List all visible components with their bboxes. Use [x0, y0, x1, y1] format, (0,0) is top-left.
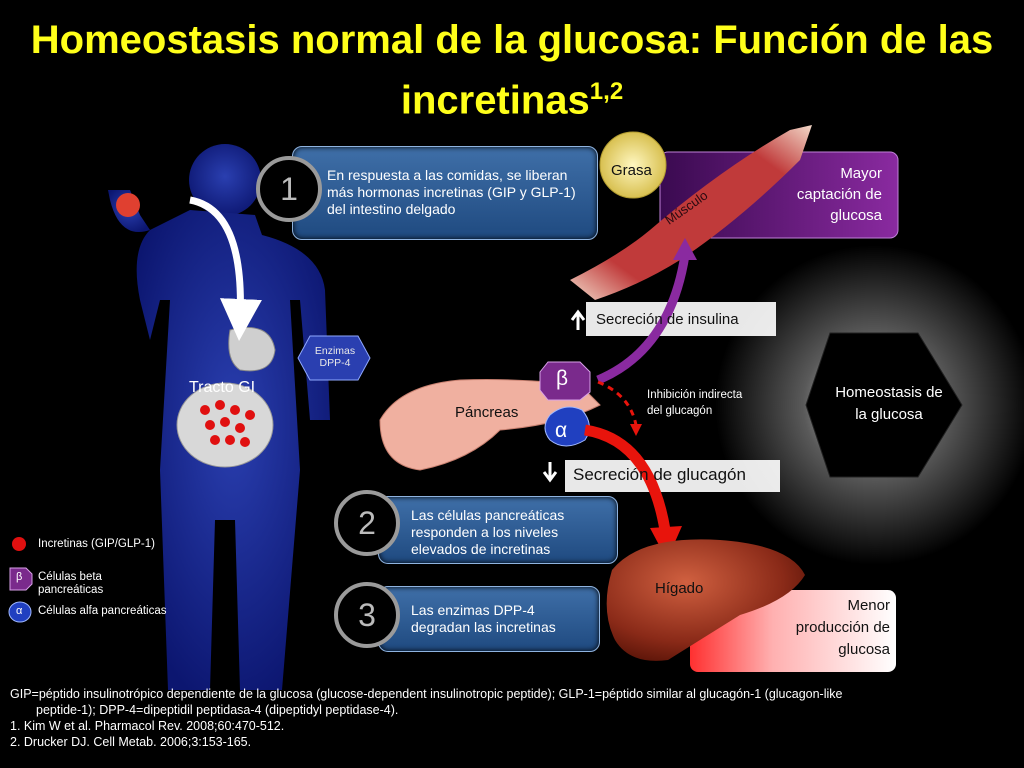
inhibition-arrow-head — [630, 424, 642, 436]
food-arrow — [189, 196, 262, 341]
homeostasis-label: Homeostasis de la glucosa — [835, 384, 943, 423]
reference-1: 1. Kim W et al. Pharmacol Rev. 2008;60:4… — [10, 719, 285, 733]
title-text: Homeostasis normal de la glucosa: Funció… — [30, 18, 994, 123]
gi-tract-label: Tracto GI — [189, 379, 256, 396]
step-1-number: 1 — [256, 156, 322, 222]
up-arrow-icon — [570, 309, 586, 330]
legend-beta-symbol: β — [16, 571, 23, 583]
fat-label: Grasa — [611, 162, 652, 179]
liver-icon — [606, 539, 805, 661]
legend-alpha-icon — [8, 601, 32, 623]
step-3-box: Las enzimas DPP-4 degradan las incretina… — [378, 586, 600, 652]
glucagon-arrow — [584, 424, 671, 531]
pancreas-label: Páncreas — [455, 404, 519, 421]
beta-cell-icon — [539, 361, 591, 401]
homeostasis-hexagon — [805, 332, 963, 478]
footnote: GIP=péptido insulinotrópico dependiente … — [10, 686, 1015, 750]
legend-alpha-text: Células alfa pancreáticas — [38, 605, 167, 617]
step-1-text: En respuesta a las comidas, se liberan m… — [327, 167, 576, 217]
legend-incretin-dot — [12, 537, 26, 551]
beta-label: β — [556, 367, 569, 390]
alpha-cell-icon — [544, 406, 590, 447]
production-label: Menor producción de glucosa — [795, 597, 890, 658]
reference-2: 2. Drucker DJ. Cell Metab. 2006;3:153-16… — [10, 735, 252, 749]
legend-alpha-symbol: α — [16, 605, 23, 617]
uptake-label: Mayor captación de glucosa — [796, 165, 882, 224]
apple-icon — [116, 193, 140, 217]
step-3-number: 3 — [334, 582, 400, 648]
step-1-box: En respuesta a las comidas, se liberan m… — [292, 146, 598, 240]
step-2-text: Las células pancreáticas responden a los… — [411, 507, 565, 557]
footnote-line-2: peptide-1); DPP-4=dipeptidil peptidasa-4… — [36, 703, 399, 717]
title-superscript: 1,2 — [589, 78, 624, 105]
insulin-label: Secreción de insulina — [596, 311, 739, 328]
liver-label: Hígado — [655, 580, 704, 597]
glucagon-label: Secreción de glucagón — [573, 465, 746, 484]
inhibition-label: Inhibición indirecta del glucagón — [647, 389, 743, 417]
alpha-label: α — [555, 419, 568, 442]
legend-beta-text: Células beta pancreáticas — [38, 571, 104, 596]
step-3-text: Las enzimas DPP-4 degradan las incretina… — [411, 602, 556, 635]
step-2-number: 2 — [334, 490, 400, 556]
dpp4-enzyme-shape — [297, 335, 371, 381]
inhibition-arrow — [597, 380, 638, 426]
enzymes-label: Enzimas DPP-4 — [314, 345, 356, 369]
footnote-line-1: GIP=péptido insulinotrópico dependiente … — [10, 687, 843, 701]
legend-incretin-text: Incretinas (GIP/GLP-1) — [38, 538, 155, 550]
step-2-box: Las células pancreáticas responden a los… — [378, 496, 618, 564]
page-title: Homeostasis normal de la glucosa: Funció… — [0, 14, 1024, 126]
fat-icon — [599, 131, 667, 199]
muscle-icon — [570, 125, 812, 300]
down-arrow-icon — [542, 462, 558, 483]
incretin-dots — [200, 400, 255, 447]
legend-beta-icon — [9, 567, 33, 591]
insulin-arrow — [596, 254, 690, 385]
insulin-arrow-head — [673, 238, 697, 260]
